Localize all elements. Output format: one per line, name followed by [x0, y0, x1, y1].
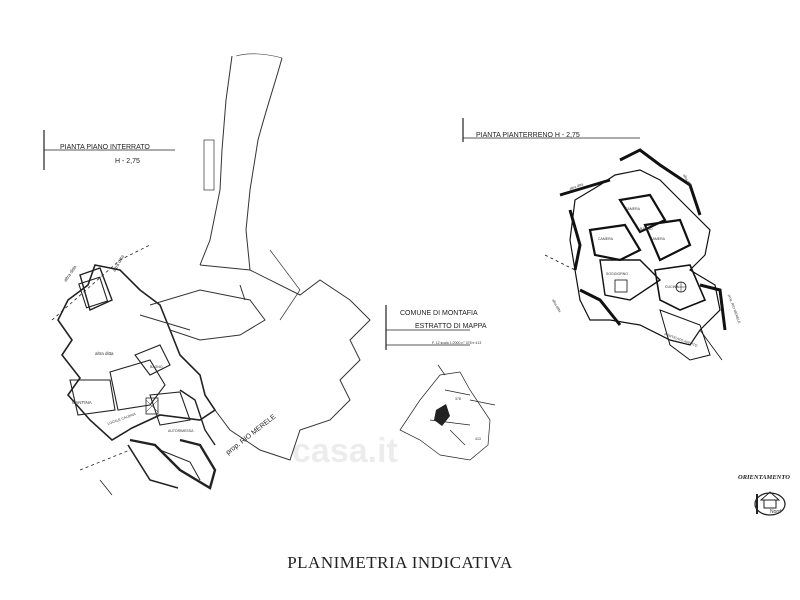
gf-prop-rio: prop. RIO MERELE: [727, 294, 741, 325]
basement-height: H - 2,75: [115, 158, 140, 165]
label-altra-ditta-1: altra ditta: [63, 264, 78, 282]
gf-altra-ditta-2: altra ditta: [682, 174, 693, 189]
ground-floor-annotations: PIANTA PIANTERRENO H - 2,75: [462, 118, 640, 142]
map-number-b: 413: [475, 437, 481, 441]
gf-camera-2: CAMERA: [625, 207, 641, 211]
gf-altra-ditta-3: altra ditta: [551, 299, 562, 314]
page-title: PLANIMETRIA INDICATIVA: [287, 553, 513, 572]
watermark-logo: casa.it: [292, 432, 398, 470]
ground-floor-plan: [544, 148, 727, 361]
orientation-label: ORIENTAMENTO: [738, 474, 790, 481]
label-bagno: BAGNO: [150, 365, 163, 369]
label-prop-rio-basement: prop. RIO MERELE: [225, 413, 278, 456]
gf-camera-1: CAMERA: [598, 237, 614, 241]
label-locale-caldaia: LOCALE CALDAIA: [107, 412, 137, 426]
gf-camera-3: CAMERA: [650, 237, 666, 241]
gf-cucina: CUCINA: [665, 285, 679, 289]
neighbour-building: [139, 249, 371, 461]
map-number-a: 378: [455, 397, 461, 401]
cadastral-title-2: ESTRATTO DI MAPPA: [415, 323, 487, 330]
north-label: Nord: [770, 509, 781, 515]
orientation-compass: [754, 491, 786, 516]
basement-title: PIANTA PIANO INTERRATO: [60, 144, 150, 151]
basement-plan: [51, 244, 217, 496]
cadastral-extract: COMUNE DI MONTAFIA ESTRATTO DI MAPPA F. …: [385, 305, 496, 461]
cadastral-title-1: COMUNE DI MONTAFIA: [400, 310, 478, 317]
driveway: [199, 53, 283, 271]
label-altra-ditta-3: altra ditta: [95, 351, 114, 356]
gf-bagno: BAGNO: [640, 227, 653, 231]
ground-title: PIANTA PIANTERRENO H - 2,75: [476, 132, 580, 139]
cadastral-ref: F. 12 scala 1:2000 n° 378 e 413: [432, 341, 481, 345]
label-autorimessa: AUTORIMESSA: [168, 429, 194, 433]
ground-floor-labels: altra ditta altra ditta altra ditta CAME…: [551, 174, 741, 349]
gf-soggiorno: SOGGIORNO: [606, 272, 628, 276]
gf-altra-ditta-1: altra ditta: [569, 182, 584, 191]
label-cantina: CANTINA: [72, 400, 92, 405]
